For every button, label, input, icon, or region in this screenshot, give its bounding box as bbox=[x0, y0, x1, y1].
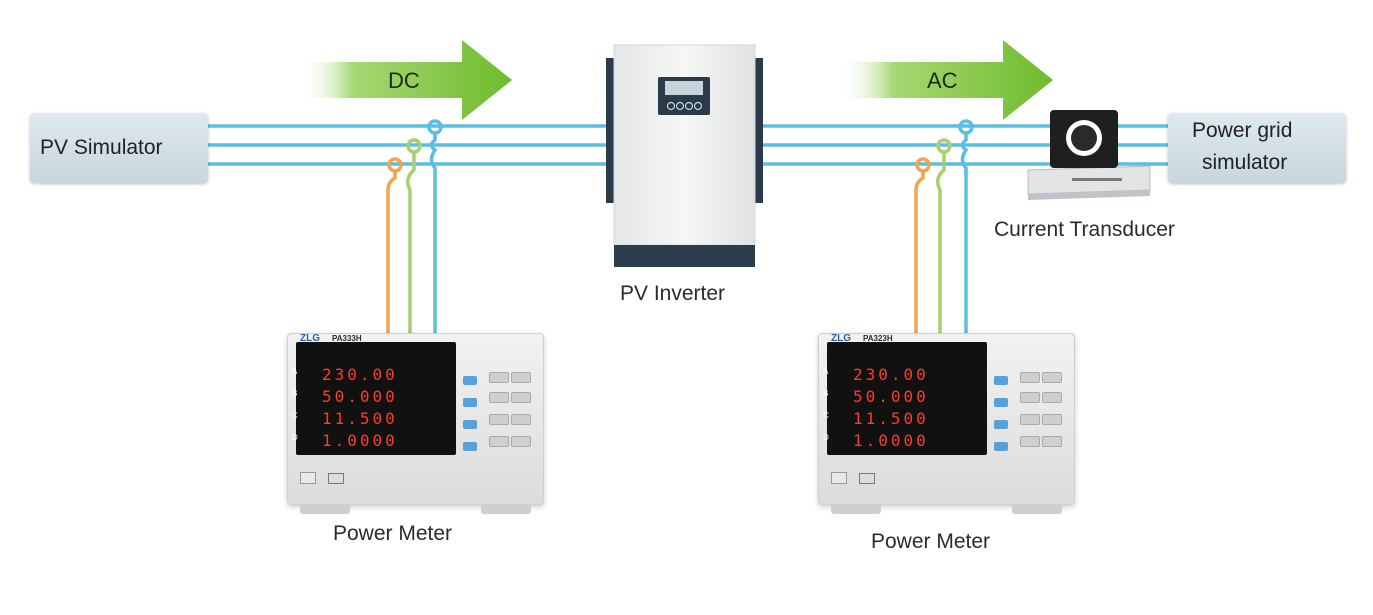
power-meter-left: ZLG PA333H A 230.00 B 50.000 C 11.500 D … bbox=[287, 333, 544, 514]
meter-key bbox=[489, 414, 509, 425]
meter-key bbox=[463, 442, 477, 451]
meter-key bbox=[511, 392, 531, 403]
dc-label: DC bbox=[388, 68, 420, 93]
meter-key bbox=[1020, 414, 1040, 425]
reading-b: 50.000 bbox=[853, 387, 929, 406]
power-meter-right: ZLG PA323H A 230.00 B 50.000 C 11.500 D … bbox=[818, 333, 1075, 514]
dc-arrow bbox=[300, 40, 512, 120]
meter-keypad bbox=[994, 356, 1066, 454]
current-transducer-label: Current Transducer bbox=[994, 218, 1175, 241]
reading-d: 1.0000 bbox=[322, 431, 398, 450]
meter-key bbox=[463, 376, 477, 385]
pv-simulator-label: PV Simulator bbox=[40, 136, 163, 159]
channel-label: D bbox=[823, 433, 829, 442]
ac-label: AC bbox=[927, 68, 958, 93]
meter-key bbox=[489, 372, 509, 383]
channel-label: B bbox=[823, 389, 829, 398]
meter-key bbox=[994, 376, 1008, 385]
power-grid-simulator-label-line1: Power grid bbox=[1192, 119, 1293, 142]
left-probe-wires bbox=[386, 119, 443, 335]
dc-bus-lines bbox=[208, 124, 614, 166]
meter-key bbox=[511, 436, 531, 447]
reading-a: 230.00 bbox=[853, 365, 929, 384]
channel-label: D bbox=[292, 433, 298, 442]
meter-key bbox=[1020, 392, 1040, 403]
channel-label: C bbox=[292, 411, 298, 420]
meter-key bbox=[994, 442, 1008, 451]
power-meter-left-label: Power Meter bbox=[333, 522, 453, 545]
meter-foot bbox=[831, 504, 881, 514]
meter-key bbox=[1042, 436, 1062, 447]
power-meter-right-label: Power Meter bbox=[871, 530, 991, 553]
pv-inverter-device bbox=[606, 44, 763, 267]
meter-key bbox=[489, 436, 509, 447]
reading-c: 11.500 bbox=[322, 409, 398, 428]
current-transducer-device bbox=[1027, 110, 1151, 200]
channel-label: C bbox=[823, 411, 829, 420]
meter-display-panel bbox=[296, 342, 456, 455]
power-switch bbox=[300, 472, 316, 484]
power-switch bbox=[831, 472, 847, 484]
reading-c: 11.500 bbox=[853, 409, 929, 428]
meter-key bbox=[1042, 392, 1062, 403]
reading-a: 230.00 bbox=[322, 365, 398, 384]
meter-key bbox=[1042, 414, 1062, 425]
meter-key bbox=[1020, 372, 1040, 383]
reading-b: 50.000 bbox=[322, 387, 398, 406]
meter-key bbox=[1042, 372, 1062, 383]
meter-display-panel bbox=[827, 342, 987, 455]
meter-foot bbox=[1012, 504, 1062, 514]
meter-key bbox=[463, 420, 477, 429]
usb-port bbox=[328, 473, 344, 484]
meter-key bbox=[1020, 436, 1040, 447]
meter-key bbox=[511, 414, 531, 425]
meter-key bbox=[511, 372, 531, 383]
channel-label: A bbox=[823, 367, 829, 376]
pv-simulator-box: PV Simulator bbox=[30, 113, 208, 183]
meter-brand: ZLG bbox=[300, 333, 320, 344]
pv-inverter-label: PV Inverter bbox=[620, 282, 726, 305]
channel-label: B bbox=[292, 389, 298, 398]
meter-key bbox=[463, 398, 477, 407]
ac-arrow bbox=[840, 40, 1053, 120]
meter-foot bbox=[300, 504, 350, 514]
meter-keypad bbox=[463, 356, 535, 454]
usb-port bbox=[859, 473, 875, 484]
channel-label: A bbox=[292, 367, 298, 376]
meter-key bbox=[994, 398, 1008, 407]
meter-brand: ZLG bbox=[831, 333, 851, 344]
power-grid-simulator-box: Power grid simulator bbox=[1168, 113, 1346, 183]
power-grid-simulator-label-line2: simulator bbox=[1202, 151, 1288, 174]
meter-model: PA323H bbox=[863, 334, 893, 343]
meter-key bbox=[489, 392, 509, 403]
right-probe-wires bbox=[914, 119, 974, 333]
meter-model: PA333H bbox=[332, 334, 362, 343]
meter-foot bbox=[481, 504, 531, 514]
reading-d: 1.0000 bbox=[853, 431, 929, 450]
meter-key bbox=[994, 420, 1008, 429]
